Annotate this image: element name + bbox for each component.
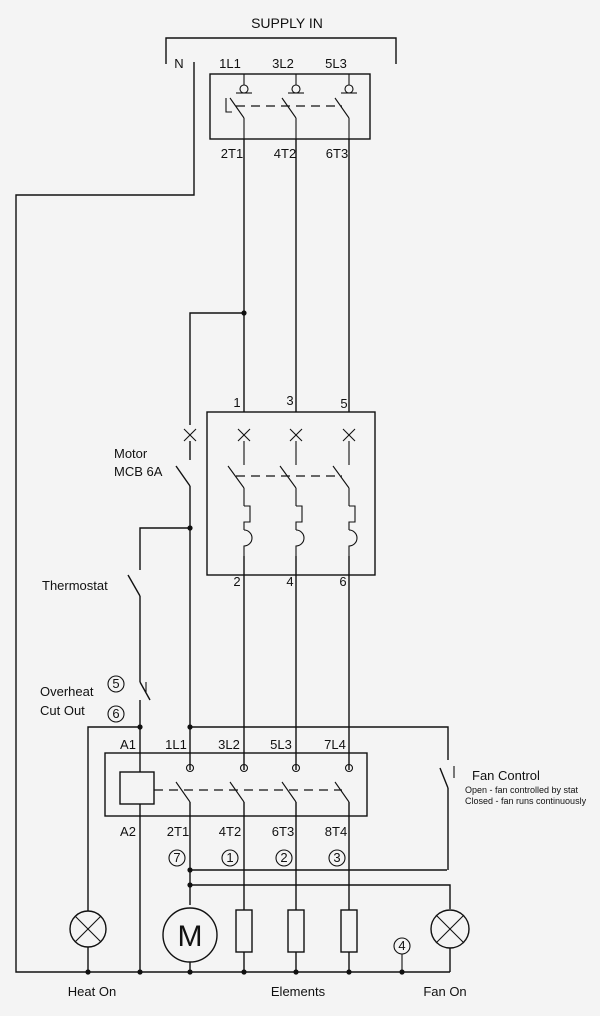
wire-number-7: 7 bbox=[173, 850, 180, 865]
isolator-terminal-6t3: 6T3 bbox=[326, 146, 348, 161]
fan-control-label: Fan Control bbox=[472, 768, 540, 783]
isolator-posts bbox=[236, 74, 357, 94]
wire-number-1-circle bbox=[221, 849, 239, 867]
contactor-coil bbox=[119, 771, 155, 805]
isolator-terminal-5l3: 5L3 bbox=[325, 56, 347, 71]
mcb-terminal-4: 4 bbox=[286, 574, 293, 589]
mcb-terminal-6: 6 bbox=[339, 574, 346, 589]
fan-control-feed bbox=[190, 726, 449, 760]
neutral-wire bbox=[15, 62, 450, 973]
thermostat-label: Thermostat bbox=[42, 578, 108, 593]
contactor-terminal-1l1: 1L1 bbox=[165, 737, 187, 752]
contactor-terminal-6t3: 6T3 bbox=[272, 824, 294, 839]
thermostat-contact bbox=[127, 574, 141, 597]
fan-control-note-1: Open - fan controlled by stat bbox=[465, 785, 579, 795]
wire-number-5: 5 bbox=[112, 676, 119, 691]
wire-number-4: 4 bbox=[398, 938, 405, 953]
wire-number-2-circle bbox=[275, 849, 293, 867]
fan-on-feed bbox=[190, 884, 451, 909]
contactor-terminal-3l2: 3L2 bbox=[218, 737, 240, 752]
fan-control-note-2: Closed - fan runs continuously bbox=[465, 796, 587, 806]
fan-on-lamp bbox=[430, 909, 470, 949]
isolator-contacts bbox=[225, 97, 350, 139]
mcb-contacts bbox=[227, 441, 358, 556]
contactor-terminal-5l3: 5L3 bbox=[270, 737, 292, 752]
supply-bracket bbox=[165, 37, 397, 64]
contactor-contacts bbox=[154, 763, 354, 803]
contactor-terminal-a2: A2 bbox=[120, 824, 136, 839]
motor-symbol-label: M bbox=[178, 920, 203, 953]
isolator-terminal-1l1: 1L1 bbox=[219, 56, 241, 71]
wire-number-2: 2 bbox=[280, 850, 287, 865]
contactor-terminal-4t2: 4T2 bbox=[219, 824, 241, 839]
heat-on-feed bbox=[87, 726, 140, 911]
mcb-terminal-1: 1 bbox=[233, 395, 240, 410]
wire-number-6: 6 bbox=[112, 706, 119, 721]
isolator-terminal-3l2: 3L2 bbox=[272, 56, 294, 71]
motor-mcb-label-2: MCB 6A bbox=[114, 464, 163, 479]
motor-mcb-label-1: Motor bbox=[114, 446, 148, 461]
mcb-terminal-3: 3 bbox=[286, 393, 293, 408]
mcb-trip-marks bbox=[183, 428, 356, 442]
contactor-terminal-a1: A1 bbox=[120, 737, 136, 752]
mcb-aux-contact bbox=[175, 465, 191, 487]
mcb-box bbox=[206, 411, 376, 576]
control-wire bbox=[189, 312, 244, 425]
contactor-box bbox=[104, 752, 368, 817]
elements-label: Elements bbox=[271, 984, 326, 999]
junction bbox=[241, 310, 247, 316]
contactor-terminal-8t4: 8T4 bbox=[325, 824, 347, 839]
overheat-label-1: Overheat bbox=[40, 684, 94, 699]
fan-control-contact bbox=[439, 767, 449, 789]
isolator-terminal-2t1: 2T1 bbox=[221, 146, 243, 161]
isolator-terminal-4t2: 4T2 bbox=[274, 146, 296, 161]
mcb-terminal-5: 5 bbox=[340, 396, 347, 411]
wire-number-3: 3 bbox=[333, 850, 340, 865]
overheat-label-2: Cut Out bbox=[40, 703, 85, 718]
heat-on-label: Heat On bbox=[68, 984, 116, 999]
fan-on-label: Fan On bbox=[423, 984, 466, 999]
wire-number-6-circle bbox=[107, 705, 125, 723]
neutral-label: N bbox=[174, 56, 183, 71]
neutral-bus-junctions bbox=[85, 969, 405, 975]
contactor-terminal-7l4: 7L4 bbox=[324, 737, 346, 752]
contactor-terminal-2t1: 2T1 bbox=[167, 824, 189, 839]
wire-number-7-circle bbox=[168, 849, 186, 867]
thermostat-wire bbox=[139, 527, 190, 570]
isolator-box bbox=[209, 73, 371, 140]
mcb-terminal-2: 2 bbox=[233, 574, 240, 589]
supply-in-label: SUPPLY IN bbox=[251, 15, 323, 31]
wire-number-3-circle bbox=[328, 849, 346, 867]
heat-on-lamp bbox=[69, 910, 107, 948]
wire-number-5-circle bbox=[107, 675, 125, 693]
wire-number-1: 1 bbox=[226, 850, 233, 865]
overheat-contact bbox=[139, 681, 151, 701]
heating-elements bbox=[235, 909, 358, 972]
